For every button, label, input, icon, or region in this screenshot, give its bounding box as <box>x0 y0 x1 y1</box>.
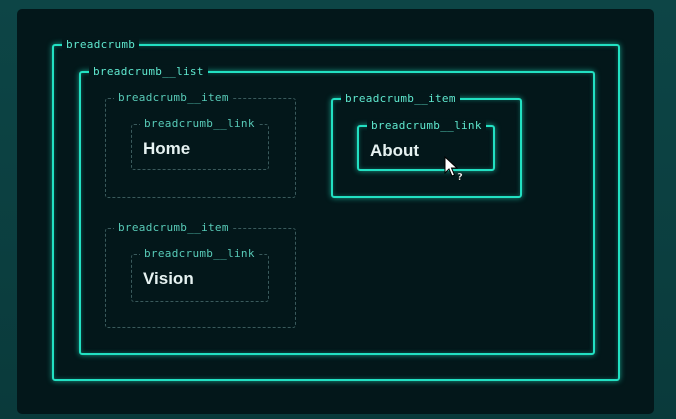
breadcrumb-item-tag: breadcrumb__item <box>341 92 460 106</box>
svg-text:?: ? <box>457 172 463 182</box>
breadcrumb-list-tag: breadcrumb__list <box>89 65 208 79</box>
breadcrumb-link-vision[interactable]: breadcrumb__link Vision <box>131 247 269 302</box>
breadcrumb-tag: breadcrumb <box>62 38 140 52</box>
breadcrumb-item-about: breadcrumb__item breadcrumb__link About <box>331 92 522 198</box>
breadcrumb-item-tag: breadcrumb__item <box>114 91 233 105</box>
breadcrumb-link-label[interactable]: About <box>370 141 420 160</box>
breadcrumb-link-home[interactable]: breadcrumb__link Home <box>131 117 269 170</box>
breadcrumb-item-home: breadcrumb__item breadcrumb__link Home <box>105 91 296 198</box>
inspector-panel: breadcrumb breadcrumb__list breadcrumb__… <box>17 9 654 414</box>
breadcrumb-link-tag: breadcrumb__link <box>140 247 259 261</box>
help-cursor-icon: ? <box>444 156 463 182</box>
breadcrumb-list: breadcrumb__list breadcrumb__item breadc… <box>79 65 595 355</box>
breadcrumb-link-tag: breadcrumb__link <box>140 117 259 131</box>
breadcrumb-link-tag: breadcrumb__link <box>367 119 486 133</box>
breadcrumb-item-tag: breadcrumb__item <box>114 221 233 235</box>
breadcrumb-link-label[interactable]: Vision <box>143 269 194 288</box>
breadcrumb-item-vision: breadcrumb__item breadcrumb__link Vision <box>105 221 296 328</box>
breadcrumb-link-label[interactable]: Home <box>143 139 191 158</box>
breadcrumb-nav: breadcrumb breadcrumb__list breadcrumb__… <box>52 38 620 381</box>
breadcrumb-link-about[interactable]: breadcrumb__link About <box>357 119 495 171</box>
